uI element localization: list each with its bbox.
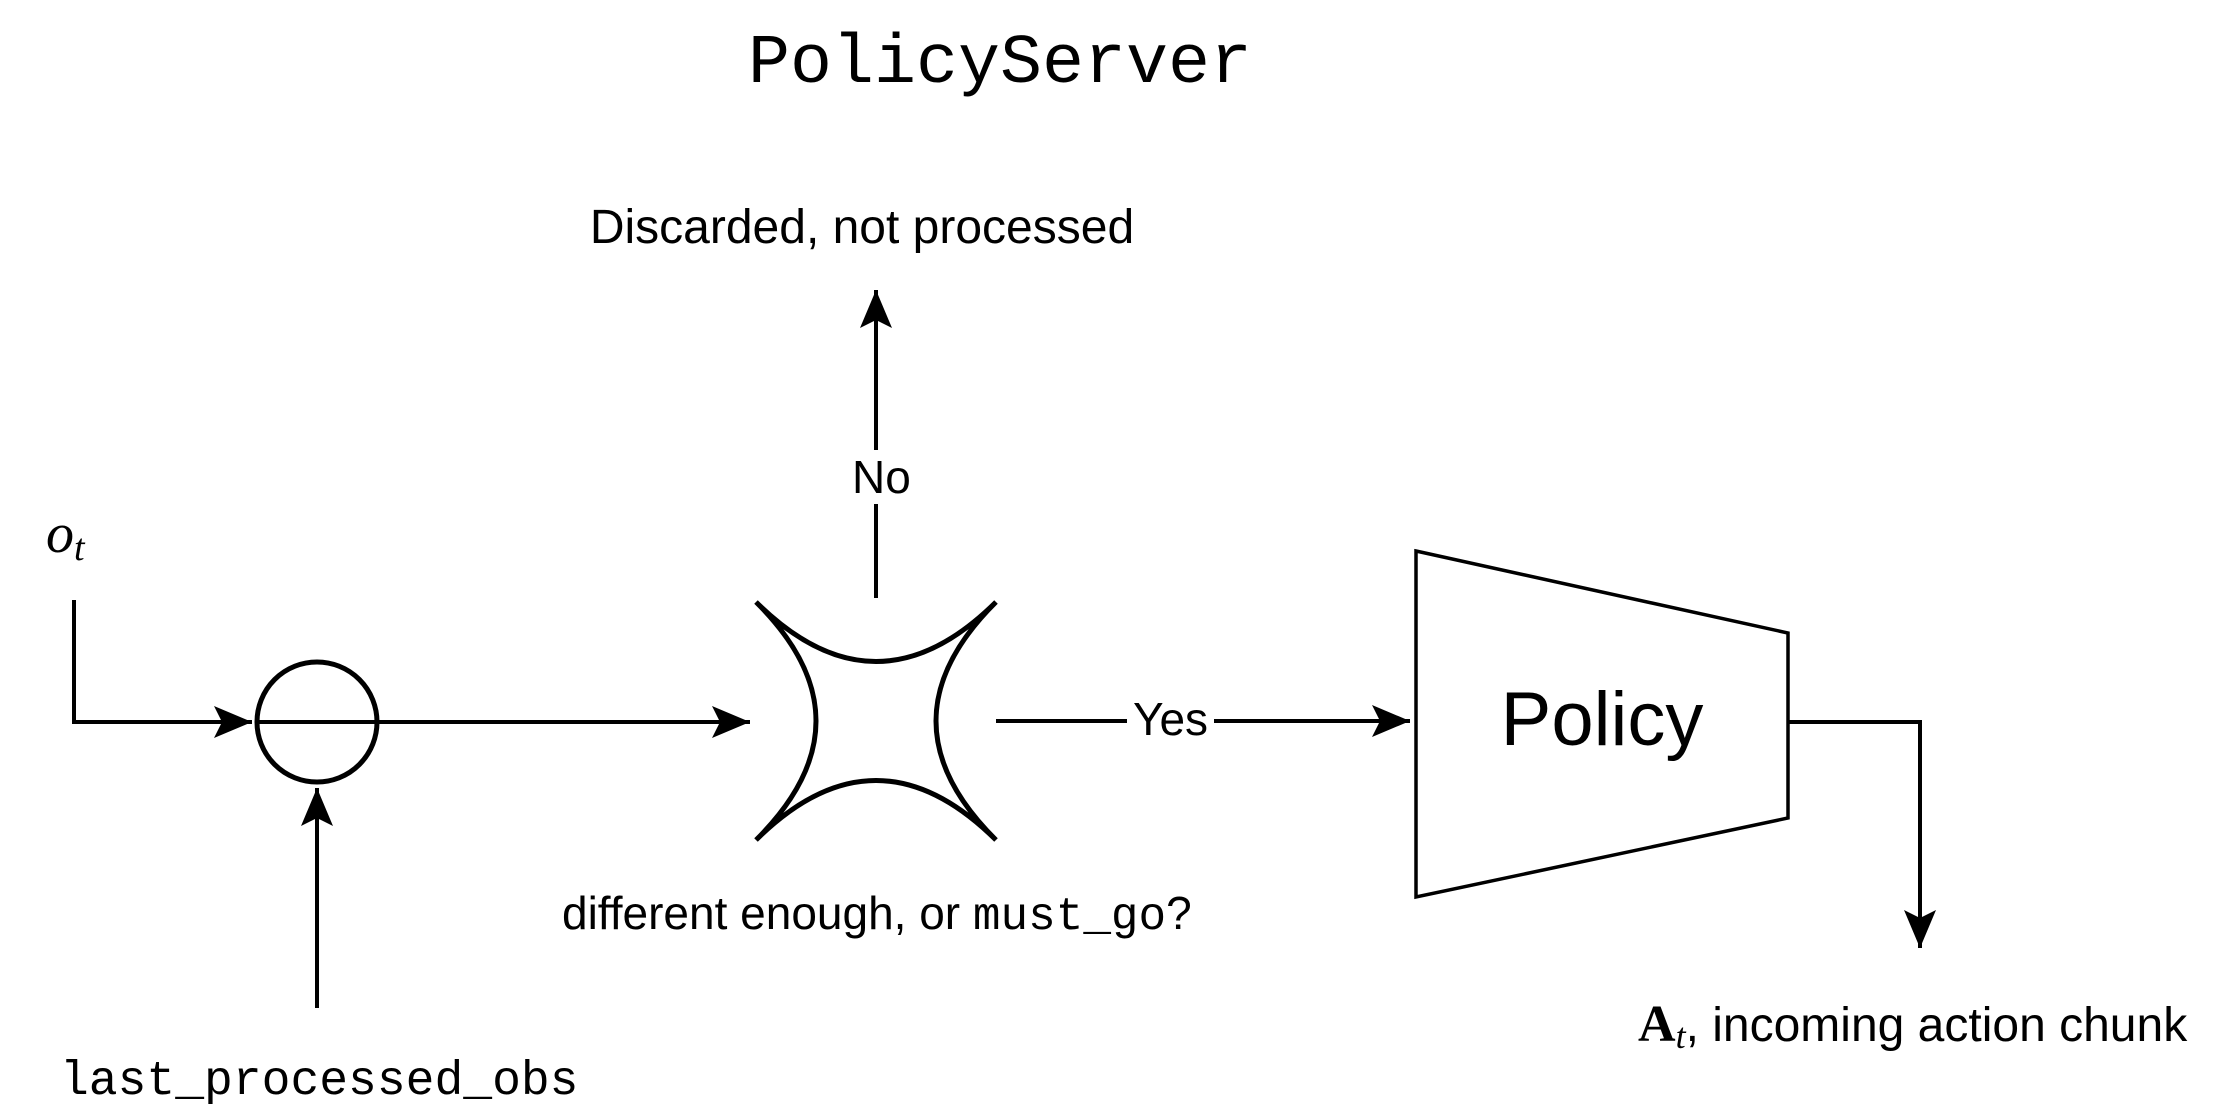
observation-symbol: o xyxy=(46,503,74,565)
decision-question-label: different enough, or must_go? xyxy=(562,890,1192,940)
observation-label: ot xyxy=(46,503,85,567)
action-symbol: A xyxy=(1638,996,1676,1053)
no-edge-label: No xyxy=(844,450,919,504)
comparator-circle xyxy=(254,659,380,785)
page-title: PolicyServer xyxy=(747,25,1253,104)
yes-edge-label: Yes xyxy=(1127,694,1215,744)
policy-node-label: Policy xyxy=(1500,677,1704,762)
last-processed-obs-label: last_processed_obs xyxy=(60,1055,579,1109)
action-output-arrow xyxy=(1788,720,1936,948)
action-subscript: t xyxy=(1675,1016,1686,1056)
discarded-label: Discarded, not processed xyxy=(589,201,1135,254)
decision-shape xyxy=(754,600,998,842)
decision-question-code: must_go xyxy=(972,891,1167,943)
obs-input-arrow xyxy=(72,600,252,738)
action-suffix: , incoming action chunk xyxy=(1685,999,2188,1052)
observation-subscript: t xyxy=(74,527,85,569)
decision-question-suffix: ? xyxy=(1166,887,1192,939)
decision-question-prefix: different enough, or xyxy=(562,887,973,939)
action-chunk-label: At, incoming action chunk xyxy=(1638,996,2188,1055)
policy-funnel xyxy=(1414,548,1790,900)
